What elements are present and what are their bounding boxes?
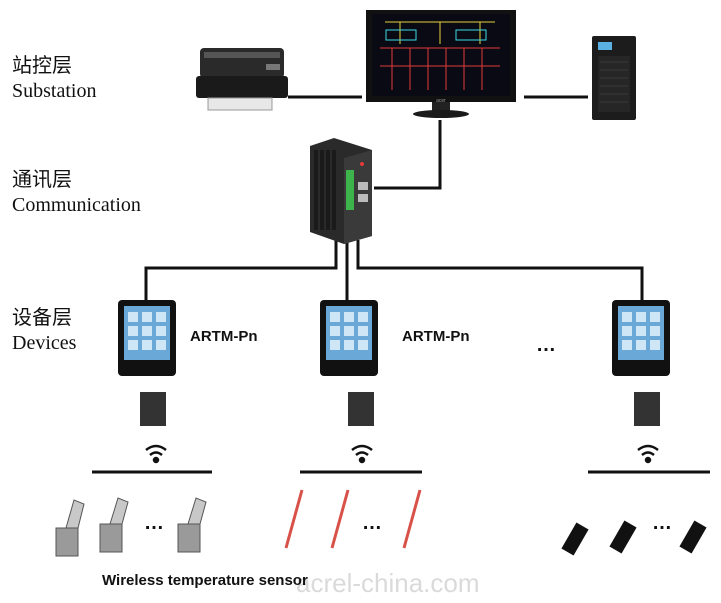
device-panel-1	[118, 300, 176, 376]
device-ellipsis: …	[536, 334, 558, 356]
layer-devices-en: Devices	[12, 332, 77, 354]
gateway-device3-link	[356, 240, 644, 300]
sensor-ellipsis-3: …	[652, 512, 674, 534]
sensor-ellipsis-2: …	[362, 512, 384, 534]
clamp-sensor	[177, 523, 201, 553]
device-model-label-1: ARTM-Pn	[190, 328, 258, 345]
server-icon	[592, 36, 636, 120]
probe-sensor	[402, 489, 422, 549]
watermark: acrel-china.com	[296, 568, 480, 598]
clamp-sensor	[99, 523, 123, 553]
monitor-gateway-link	[374, 120, 442, 190]
layer-devices: 设备层 Devices	[12, 304, 76, 356]
layer-station-cn: 站控层	[12, 53, 72, 77]
connection-lines	[92, 95, 710, 474]
receiver-2	[348, 392, 374, 426]
wifi-icon	[351, 444, 373, 464]
antenna-sensor	[679, 520, 707, 554]
receiver-3	[634, 392, 660, 426]
monitor-icon: acer	[366, 10, 516, 118]
sensor-caption: Wireless temperature sensor	[102, 572, 308, 589]
wifi-icon	[145, 444, 167, 464]
antenna-sensor	[609, 520, 637, 554]
probe-sensor	[284, 489, 304, 549]
device-model-label-2: ARTM-Pn	[402, 328, 470, 345]
wifi-icon	[637, 444, 659, 464]
layer-station: 站控层 Substation	[12, 52, 96, 104]
layer-comm-cn: 通讯层	[12, 167, 72, 191]
clamp-sensors	[55, 497, 207, 557]
device-panel-2	[320, 300, 378, 376]
clamp-sensor	[55, 527, 79, 557]
layer-comm: 通讯层 Communication	[12, 166, 141, 218]
sensor-ellipsis-1: …	[144, 512, 166, 534]
antenna-sensors	[561, 520, 707, 556]
monitor-brand: acer	[436, 98, 446, 104]
layer-station-en: Substation	[12, 80, 97, 102]
layer-devices-cn: 设备层	[12, 305, 72, 329]
layer-comm-en: Communication	[12, 194, 141, 216]
probe-sensors	[284, 489, 422, 549]
gateway-device1-link	[144, 240, 338, 300]
device-panel-3	[612, 300, 670, 376]
receiver-1	[140, 392, 166, 426]
gateway-icon	[310, 138, 372, 244]
antenna-sensor	[561, 522, 589, 556]
probe-sensor	[330, 489, 350, 549]
printer-icon	[196, 48, 288, 111]
wifi-icons	[145, 444, 659, 464]
receivers	[140, 392, 660, 426]
